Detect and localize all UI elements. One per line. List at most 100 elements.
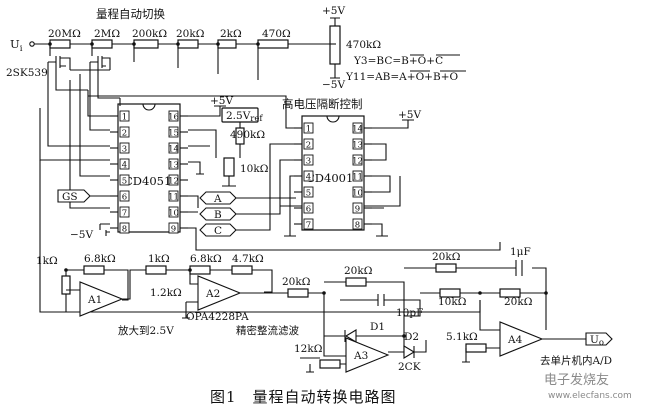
supply-bottom-label: −5V <box>322 79 345 91</box>
op-a4-label: A4 <box>507 334 523 346</box>
cd4001-left-wires <box>88 95 296 237</box>
range-res-label-2: 200kΩ <box>132 28 167 40</box>
cd4001-pin-number: 6 <box>306 205 311 215</box>
chip2-vdd: +5V <box>398 109 421 121</box>
input-label: Ui <box>10 37 23 54</box>
cd4001-pin-number: 1 <box>306 125 311 135</box>
cd4051-pin-number: 7 <box>122 209 127 219</box>
watermark: 电子发烧友 <box>544 372 609 388</box>
a2-in <box>186 270 198 303</box>
amp-res-6: 20kΩ <box>282 276 311 288</box>
res-10k-label: 10kΩ <box>240 163 269 175</box>
opa-label: OPA4228PA <box>186 311 249 323</box>
amp-res-8: 20kΩ <box>432 251 461 263</box>
res-6k8-b <box>189 265 211 275</box>
res-10k-b <box>439 288 461 298</box>
amp-res-7: 20kΩ <box>344 265 373 277</box>
range-res-label-4: 2kΩ <box>220 28 242 40</box>
logic-overbars <box>410 54 466 72</box>
op-a3 <box>345 337 390 373</box>
cd4001-pin-box <box>352 154 363 166</box>
output-tag <box>585 332 613 346</box>
tag-a-label: A <box>213 193 222 205</box>
res-6k8-a <box>83 265 105 275</box>
tag-b <box>199 207 237 221</box>
res-1k-a <box>61 275 71 295</box>
res-12k <box>319 359 341 369</box>
cd4051-pin-number: 15 <box>168 129 179 139</box>
logic-y3: Y3=BC=B+O+C <box>353 55 443 67</box>
range-title: 量程自动切换 <box>96 7 165 21</box>
chip-cd4001-label: CD4001 <box>306 171 353 185</box>
cd4051-pin-number: 6 <box>122 193 127 203</box>
cd4051-pin-number: 5 <box>122 177 127 187</box>
rect-stage <box>323 267 547 357</box>
resistor-20k <box>177 39 199 49</box>
range-res-label-0: 20MΩ <box>48 28 81 40</box>
amp-res-11: 12kΩ <box>294 343 323 355</box>
cd4001-pin-number: 3 <box>306 157 311 167</box>
op-a1-label: A1 <box>87 294 102 306</box>
diode-type: 2CK <box>398 361 421 373</box>
amp-res-9: 10kΩ <box>438 296 467 308</box>
resistor-2m <box>91 39 113 49</box>
cd4051-pin-box <box>168 174 179 186</box>
diode-d1-label: D1 <box>370 321 385 333</box>
cd4001-pin-box <box>352 138 363 150</box>
tag-b-label: B <box>214 209 222 221</box>
cd4001-pin-number: 11 <box>352 173 363 183</box>
op-a4 <box>499 321 544 357</box>
cd4051-pin-box <box>119 190 130 202</box>
gs-label: GS <box>62 191 78 203</box>
junction-dots <box>48 42 548 338</box>
cd4051-pin-number: 1 <box>122 113 127 123</box>
neg5-wire <box>99 223 110 230</box>
cd4051-pin-box <box>168 158 179 170</box>
amp-note: 放大到2.5V <box>118 324 174 337</box>
cd4001-right-wires <box>372 143 391 237</box>
cd4051-pin-right <box>188 195 501 251</box>
res-10k <box>223 157 235 177</box>
res-5k1 <box>465 343 487 353</box>
diode-d2 <box>403 345 416 359</box>
cd4051-pin-box <box>119 110 130 122</box>
supply-top-wire <box>330 17 340 79</box>
cd4051-pin-number: 9 <box>171 225 176 235</box>
output-label: Uo <box>590 334 604 348</box>
res-490k-label: 490kΩ <box>230 129 265 141</box>
cd4001-pin-box <box>303 138 314 150</box>
cd4001-pin-number: 8 <box>355 221 360 231</box>
resistor-2k <box>217 39 237 49</box>
cd4051-pin8-gnd <box>105 230 110 236</box>
amp-res-1: 6.8kΩ <box>84 253 116 265</box>
resistor-470 <box>257 39 289 49</box>
cd4051-left-wires <box>39 62 121 209</box>
d2-bar <box>388 340 427 358</box>
neg5-label: −5V <box>70 229 93 241</box>
range-res-label-1: 2MΩ <box>94 28 120 40</box>
chip1-vdd-wire <box>188 105 226 117</box>
cap-1u <box>515 260 523 276</box>
op-a1 <box>79 281 124 317</box>
cd4001-pin-number: 4 <box>306 173 311 183</box>
a2-gnd <box>182 302 190 319</box>
res-1k-b <box>145 265 167 275</box>
d1-bar <box>324 330 404 342</box>
a1-a2-wire <box>166 269 273 293</box>
res-20k-b <box>345 277 367 287</box>
amp-res-4: 4.7kΩ <box>232 253 264 265</box>
cd4001-pin-box <box>303 122 314 134</box>
res-4k7 <box>231 265 253 275</box>
cd4001-pin-number: 2 <box>306 141 311 151</box>
amp-res-0: 1kΩ <box>36 255 58 267</box>
op-a3-label: A3 <box>353 350 368 362</box>
supply-top-label: +5V <box>322 5 345 17</box>
cd4051-pin-box <box>119 206 130 218</box>
res-20k-d <box>499 288 521 298</box>
gs-tag <box>57 189 91 203</box>
cd4051-pin-number: 8 <box>122 225 127 235</box>
fet-gate-lines <box>55 68 120 99</box>
rect-note: 精密整流滤波 <box>236 324 299 337</box>
cd4001-pin-number: 12 <box>352 157 363 167</box>
